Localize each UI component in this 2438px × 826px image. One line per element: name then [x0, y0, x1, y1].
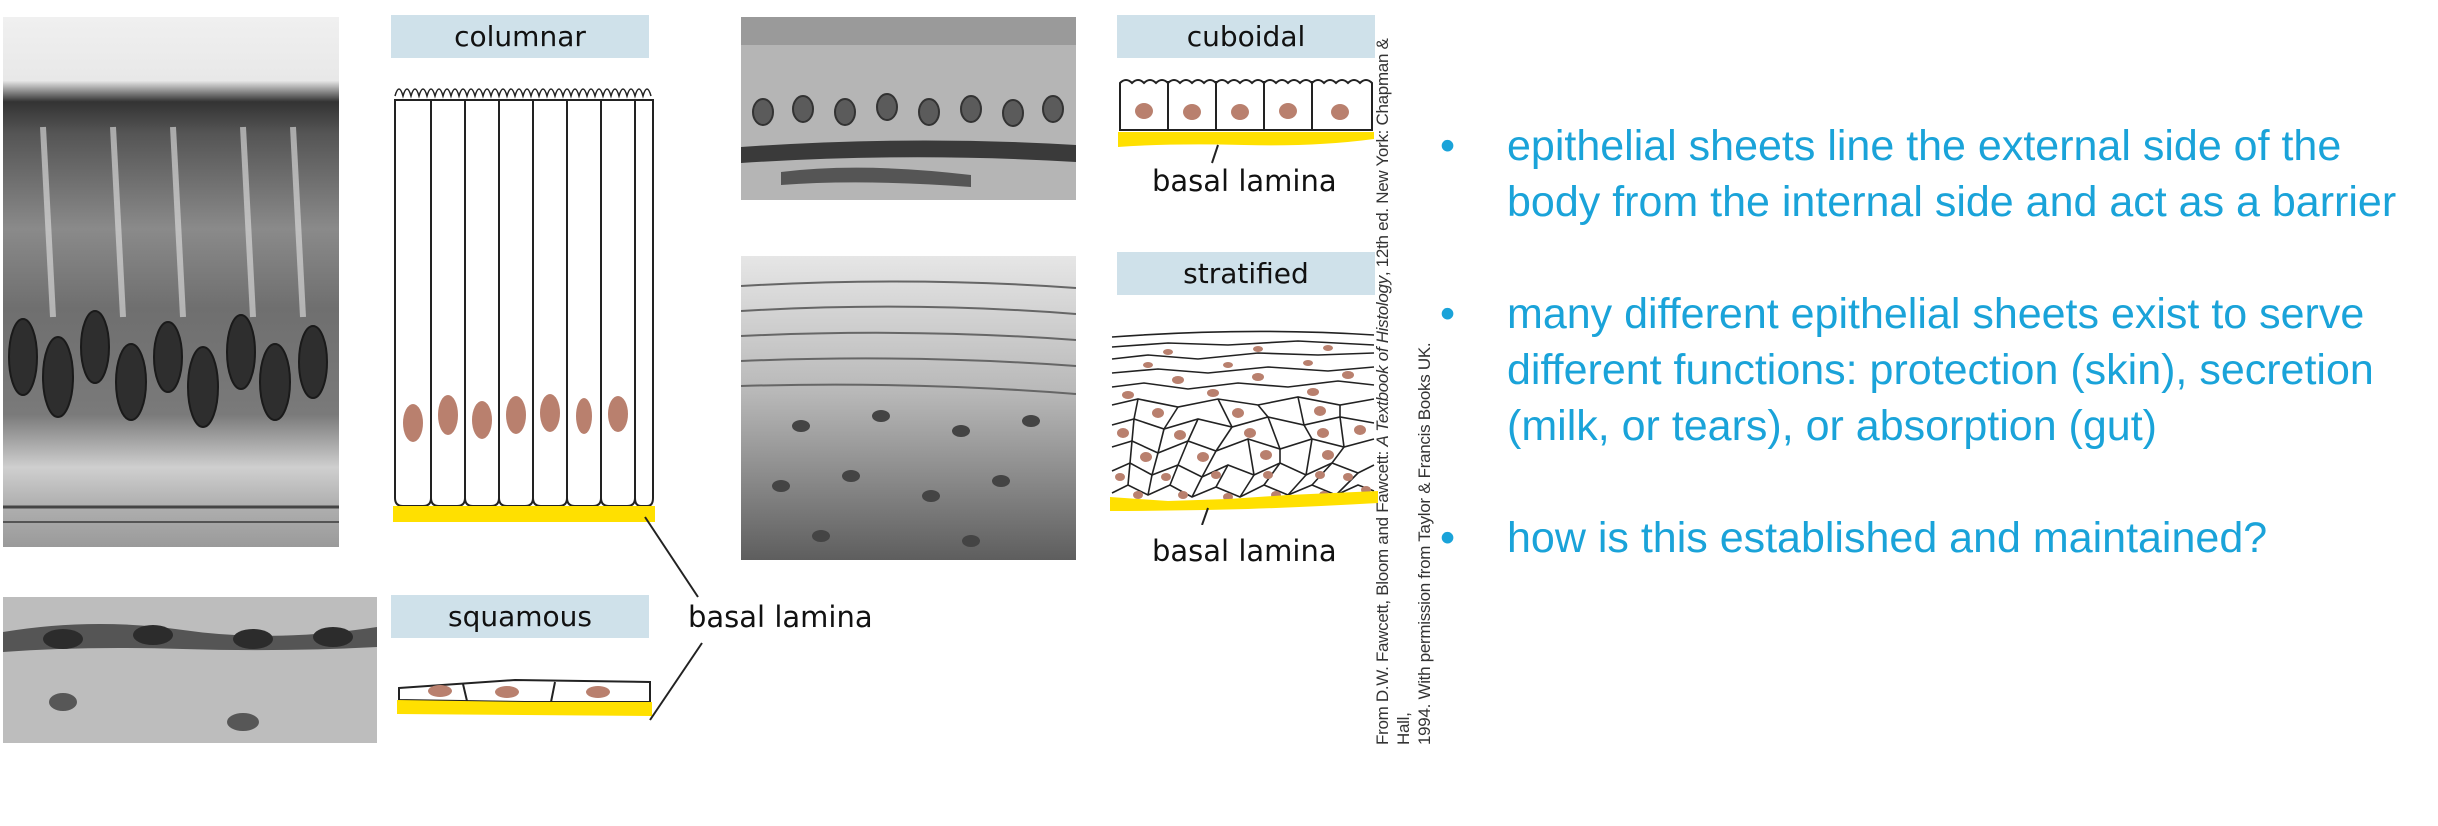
cuboidal-label: cuboidal — [1117, 15, 1375, 58]
credit-book-title: A Textbook of Histology — [1373, 276, 1392, 447]
bullet-item: • epithelial sheets line the external si… — [1440, 118, 2425, 230]
bullet-text: many different epithelial sheets exist t… — [1507, 290, 2374, 450]
bullet-list: • epithelial sheets line the external si… — [1440, 118, 2425, 622]
credit-line-1: From D.W. Fawcett, Bloom and Fawcett: A … — [1372, 5, 1414, 745]
squamous-diagram — [397, 678, 652, 716]
basal-lamina-label-cuboidal: basal lamina — [1152, 164, 1337, 198]
columnar-micrograph — [3, 17, 339, 547]
stratified-label: stratified — [1117, 252, 1375, 295]
cuboidal-micrograph — [741, 17, 1076, 200]
image-credit: From D.W. Fawcett, Bloom and Fawcett: A … — [1372, 5, 1435, 745]
columnar-diagram — [393, 88, 655, 522]
squamous-micrograph — [3, 597, 377, 743]
basal-lamina-label-columnar-squamous: basal lamina — [688, 600, 873, 634]
basal-lamina-label-stratified: basal lamina — [1152, 534, 1337, 568]
bullet-marker: • — [1440, 290, 1456, 338]
credit-line-1-prefix: From D.W. Fawcett, Bloom and Fawcett: — [1373, 446, 1392, 745]
credit-line-2: 1994. With permission from Taylor & Fran… — [1415, 342, 1434, 745]
squamous-label: squamous — [391, 595, 649, 638]
stratified-diagram — [1110, 330, 1378, 525]
bullet-marker: • — [1440, 122, 1456, 170]
bullet-item: • how is this established and maintained… — [1440, 510, 2425, 566]
basal-lamina-pointers — [644, 516, 703, 721]
stratified-micrograph — [741, 256, 1076, 560]
bullet-item: • many different epithelial sheets exist… — [1440, 286, 2425, 454]
bullet-text: epithelial sheets line the external side… — [1507, 122, 2397, 226]
bullet-text: how is this established and maintained? — [1507, 514, 2268, 562]
bullet-marker: • — [1440, 514, 1456, 562]
cuboidal-diagram — [1118, 79, 1374, 164]
columnar-label: columnar — [391, 15, 649, 58]
